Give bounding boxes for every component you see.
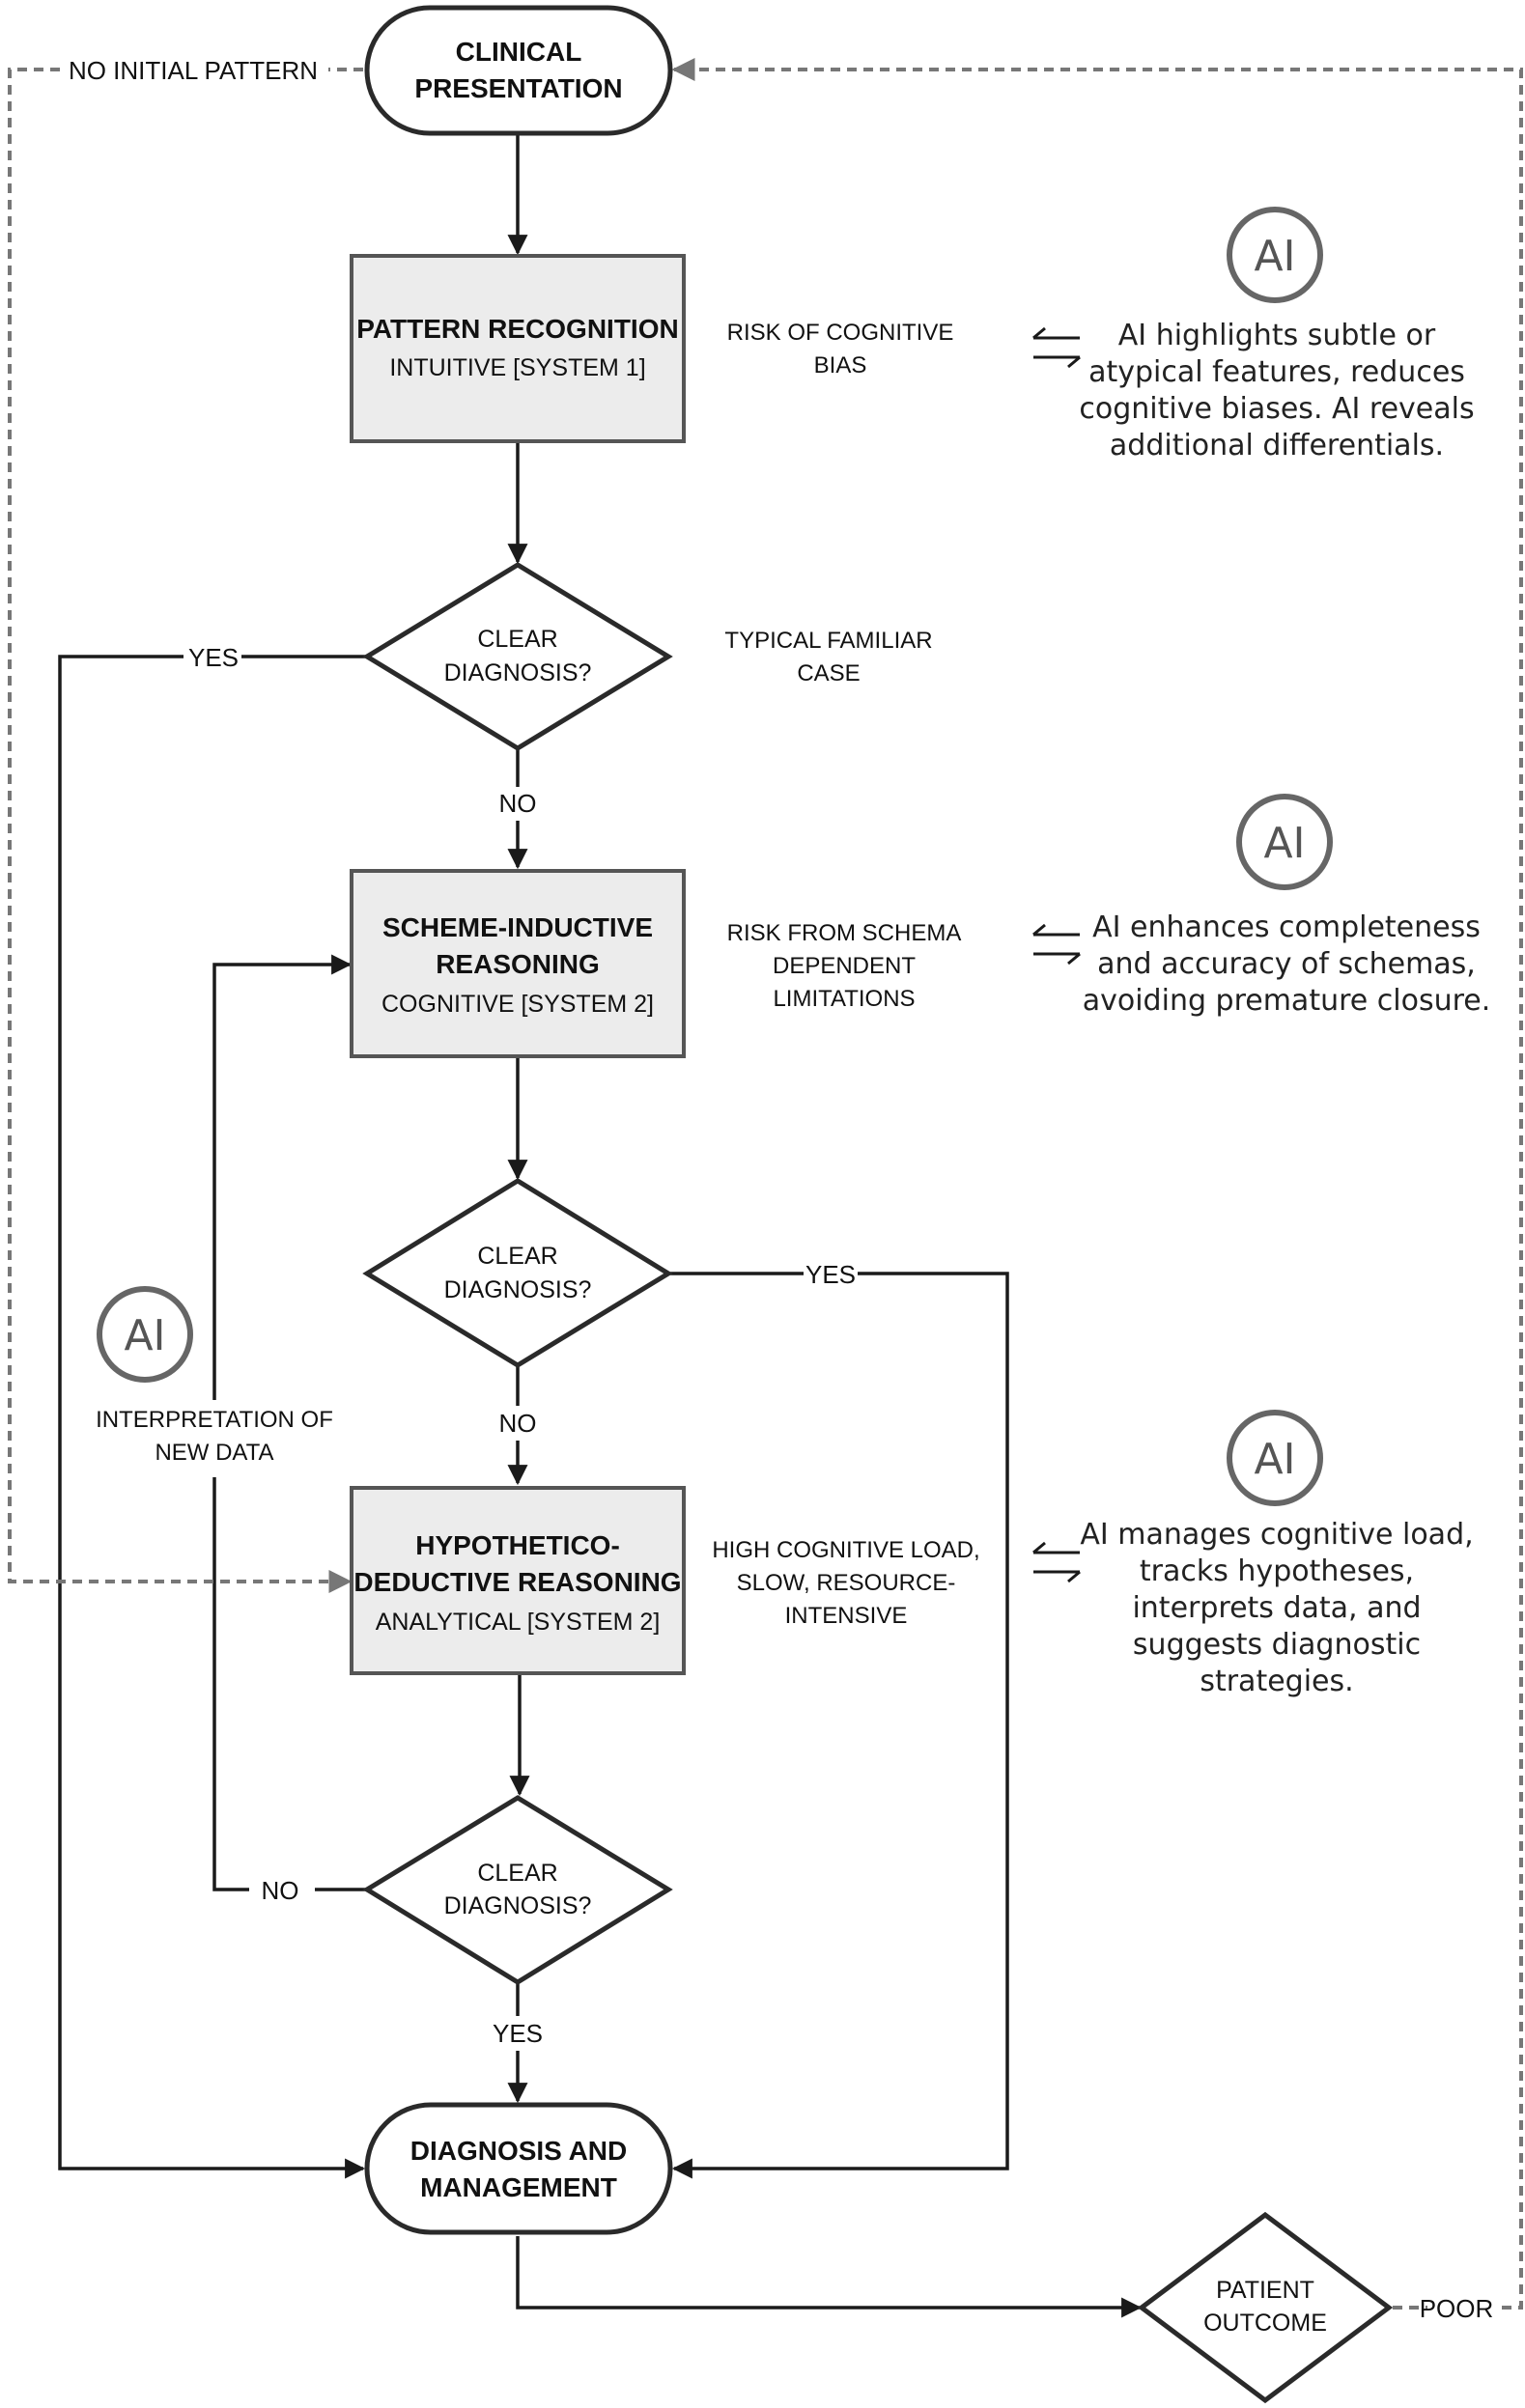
svg-text:additional differentials.: additional differentials. bbox=[1110, 429, 1444, 462]
pattern-recognition-box: PATTERN RECOGNITION INTUITIVE [SYSTEM 1] bbox=[350, 254, 686, 443]
svg-text:suggests diagnostic: suggests diagnostic bbox=[1133, 1628, 1421, 1662]
diagnosis-management-terminal: DIAGNOSIS AND MANAGEMENT bbox=[364, 2102, 673, 2235]
note-high-load: HIGH COGNITIVE LOAD, SLOW, RESOURCE- INT… bbox=[712, 1537, 979, 1629]
svg-text:NEW DATA: NEW DATA bbox=[155, 1440, 273, 1466]
decision-3-line-2: DIAGNOSIS? bbox=[444, 1892, 592, 1919]
patient-outcome-diamond: PATIENT OUTCOME bbox=[1137, 2211, 1394, 2404]
decision-2-line-1: CLEAR bbox=[477, 1243, 557, 1270]
patient-outcome-line-1: PATIENT bbox=[1216, 2277, 1314, 2304]
svg-text:RISK FROM SCHEMA: RISK FROM SCHEMA bbox=[727, 920, 962, 946]
decision-3-line-1: CLEAR bbox=[477, 1860, 557, 1887]
svg-text:INTERPRETATION OF: INTERPRETATION OF bbox=[96, 1407, 333, 1433]
no-initial-pattern-label: NO INITIAL PATTERN bbox=[69, 56, 318, 85]
svg-text:SLOW, RESOURCE-: SLOW, RESOURCE- bbox=[737, 1570, 956, 1596]
ai-badge-2: AI bbox=[1236, 794, 1333, 890]
decision-2-diamond: CLEAR DIAGNOSIS? bbox=[362, 1178, 673, 1368]
hypothetico-deductive-subtitle: ANALYTICAL [SYSTEM 2] bbox=[376, 1609, 661, 1636]
svg-text:AI: AI bbox=[1254, 232, 1295, 281]
svg-text:AI: AI bbox=[1263, 819, 1305, 868]
decision-3-diamond: CLEAR DIAGNOSIS? bbox=[362, 1795, 673, 1985]
poor-label: POOR bbox=[1420, 2294, 1494, 2323]
ai-panel-3: AI manages cognitive load, tracks hypoth… bbox=[1080, 1518, 1473, 1698]
clinical-presentation-line-2: PRESENTATION bbox=[414, 73, 622, 103]
svg-text:AI: AI bbox=[124, 1311, 165, 1360]
svg-text:avoiding premature closure.: avoiding premature closure. bbox=[1083, 984, 1491, 1018]
svg-text:HIGH COGNITIVE LOAD,: HIGH COGNITIVE LOAD, bbox=[712, 1537, 979, 1563]
note-typical-case: TYPICAL FAMILIAR CASE bbox=[724, 628, 932, 686]
d3-yes-label: YES bbox=[493, 2019, 543, 2048]
decision-1-diamond: CLEAR DIAGNOSIS? bbox=[362, 562, 673, 751]
clinical-presentation-terminal: CLINICAL PRESENTATION bbox=[364, 5, 673, 136]
scheme-inductive-box: SCHEME-INDUCTIVE REASONING COGNITIVE [SY… bbox=[350, 869, 686, 1058]
note-risk-bias: RISK OF COGNITIVE BIAS bbox=[727, 320, 954, 378]
pattern-recognition-subtitle: INTUITIVE [SYSTEM 1] bbox=[389, 354, 645, 381]
d2-yes-label: YES bbox=[805, 1260, 856, 1289]
scheme-inductive-title-1: SCHEME-INDUCTIVE bbox=[382, 912, 653, 942]
decision-1-line-2: DIAGNOSIS? bbox=[444, 659, 592, 686]
ai-panel-1: AI highlights subtle or atypical feature… bbox=[1079, 319, 1474, 462]
hypothetico-deductive-box: HYPOTHETICO- DEDUCTIVE REASONING ANALYTI… bbox=[350, 1486, 686, 1675]
svg-text:CASE: CASE bbox=[797, 660, 860, 686]
diagnosis-management-line-1: DIAGNOSIS AND bbox=[410, 2136, 628, 2166]
decision-1-line-1: CLEAR bbox=[477, 626, 557, 653]
scheme-inductive-title-2: REASONING bbox=[436, 949, 600, 979]
ai-badge-1: AI bbox=[1227, 207, 1323, 303]
svg-text:tracks hypotheses,: tracks hypotheses, bbox=[1140, 1554, 1414, 1588]
patient-outcome-line-2: OUTCOME bbox=[1203, 2310, 1327, 2337]
svg-text:interprets data, and: interprets data, and bbox=[1132, 1591, 1421, 1625]
svg-text:LIMITATIONS: LIMITATIONS bbox=[773, 986, 915, 1012]
note-risk-schema: RISK FROM SCHEMA DEPENDENT LIMITATIONS bbox=[727, 920, 962, 1012]
connectors bbox=[58, 135, 1143, 2318]
clinical-presentation-line-1: CLINICAL bbox=[456, 37, 582, 67]
feedback-connectors bbox=[8, 58, 1523, 2310]
svg-text:AI enhances completeness: AI enhances completeness bbox=[1092, 910, 1481, 944]
svg-text:cognitive biases. AI reveals: cognitive biases. AI reveals bbox=[1079, 392, 1474, 426]
svg-text:DEPENDENT: DEPENDENT bbox=[773, 953, 916, 979]
diagnosis-management-line-2: MANAGEMENT bbox=[420, 2172, 617, 2202]
svg-text:AI highlights subtle or: AI highlights subtle or bbox=[1118, 319, 1436, 352]
pattern-recognition-title: PATTERN RECOGNITION bbox=[356, 314, 678, 344]
svg-text:AI: AI bbox=[1254, 1435, 1295, 1484]
ai-panel-2: AI enhances completeness and accuracy of… bbox=[1083, 910, 1491, 1018]
bidirectional-arrows-icon bbox=[1032, 923, 1081, 966]
decision-2-line-2: DIAGNOSIS? bbox=[444, 1276, 592, 1303]
bidirectional-arrows-icon bbox=[1032, 1541, 1081, 1583]
svg-text:AI manages cognitive load,: AI manages cognitive load, bbox=[1080, 1518, 1473, 1552]
hypothetico-deductive-title-2: DEDUCTIVE REASONING bbox=[353, 1567, 681, 1597]
note-interpretation: INTERPRETATION OF NEW DATA bbox=[95, 1400, 334, 1477]
svg-text:BIAS: BIAS bbox=[814, 352, 867, 378]
bidirectional-arrows-icon bbox=[1032, 326, 1081, 369]
ai-badge-4: AI bbox=[97, 1286, 193, 1383]
d1-yes-label: YES bbox=[188, 643, 239, 672]
svg-text:INTENSIVE: INTENSIVE bbox=[785, 1603, 908, 1629]
svg-text:atypical features, reduces: atypical features, reduces bbox=[1088, 355, 1465, 389]
d2-no-label: NO bbox=[499, 1409, 537, 1438]
ai-badge-3: AI bbox=[1227, 1410, 1323, 1506]
svg-text:TYPICAL FAMILIAR: TYPICAL FAMILIAR bbox=[724, 628, 932, 654]
svg-text:RISK OF COGNITIVE: RISK OF COGNITIVE bbox=[727, 320, 954, 346]
hypothetico-deductive-title-1: HYPOTHETICO- bbox=[415, 1530, 620, 1560]
d3-no-label: NO bbox=[262, 1876, 299, 1905]
d1-no-label: NO bbox=[499, 789, 537, 818]
svg-text:and accuracy of schemas,: and accuracy of schemas, bbox=[1097, 947, 1476, 981]
svg-text:strategies.: strategies. bbox=[1200, 1665, 1353, 1698]
scheme-inductive-subtitle: COGNITIVE [SYSTEM 2] bbox=[381, 991, 654, 1018]
